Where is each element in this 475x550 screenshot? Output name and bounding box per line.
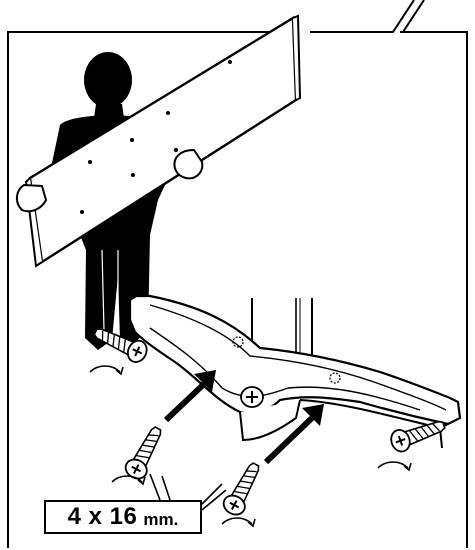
screw-icon xyxy=(220,459,265,518)
screw-size-label: 4 x 16 mm. xyxy=(44,500,202,534)
screw-size-unit: mm. xyxy=(143,510,178,530)
rotate-arrow-icon xyxy=(378,462,411,470)
screw-size-value: 4 x 16 xyxy=(68,503,138,531)
rotate-arrow-icon xyxy=(222,518,255,526)
screw-icon xyxy=(122,423,167,482)
insert-arrow-icon xyxy=(166,370,216,420)
rotate-arrow-icon xyxy=(90,366,123,374)
